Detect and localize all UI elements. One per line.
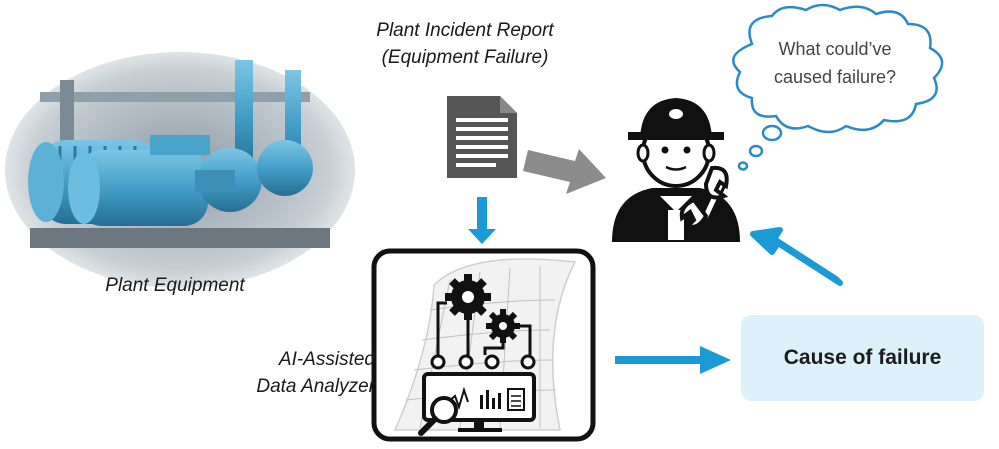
gray-arrow [523,149,606,194]
engineer-icon [612,98,740,242]
thought-line1: What could’ve [778,39,892,59]
cause-of-failure-box: Cause of failure [741,315,984,401]
analyzer-box [371,248,596,442]
blue-arrow-right [615,346,731,374]
thought-cloud [732,3,944,171]
incident-report-line1: Plant Incident Report [376,20,554,41]
plant-equipment-label: Plant Equipment [105,275,245,296]
document-icon [447,96,517,178]
thought-line2: caused failure? [773,67,897,87]
plant-equipment-image [5,52,355,288]
analyzer-label-line1: AI-Assisted [278,349,375,370]
analyzer-label-line2: Data Analyzer [256,376,375,397]
gear-small-icon [486,309,520,343]
blue-arrow-down [468,197,496,244]
wrench-icon [679,165,729,229]
thought-text: What could’ve caused failure? [742,35,928,91]
incident-report-title: Plant Incident Report (Equipment Failure… [320,17,610,71]
blue-arrow-up [750,227,843,286]
gear-icon [445,274,491,320]
magnifier-icon [418,396,458,436]
cause-of-failure-label: Cause of failure [783,346,942,369]
analyzer-label: AI-Assisted Data Analyzer [175,346,375,400]
incident-report-line2: (Equipment Failure) [381,47,549,68]
